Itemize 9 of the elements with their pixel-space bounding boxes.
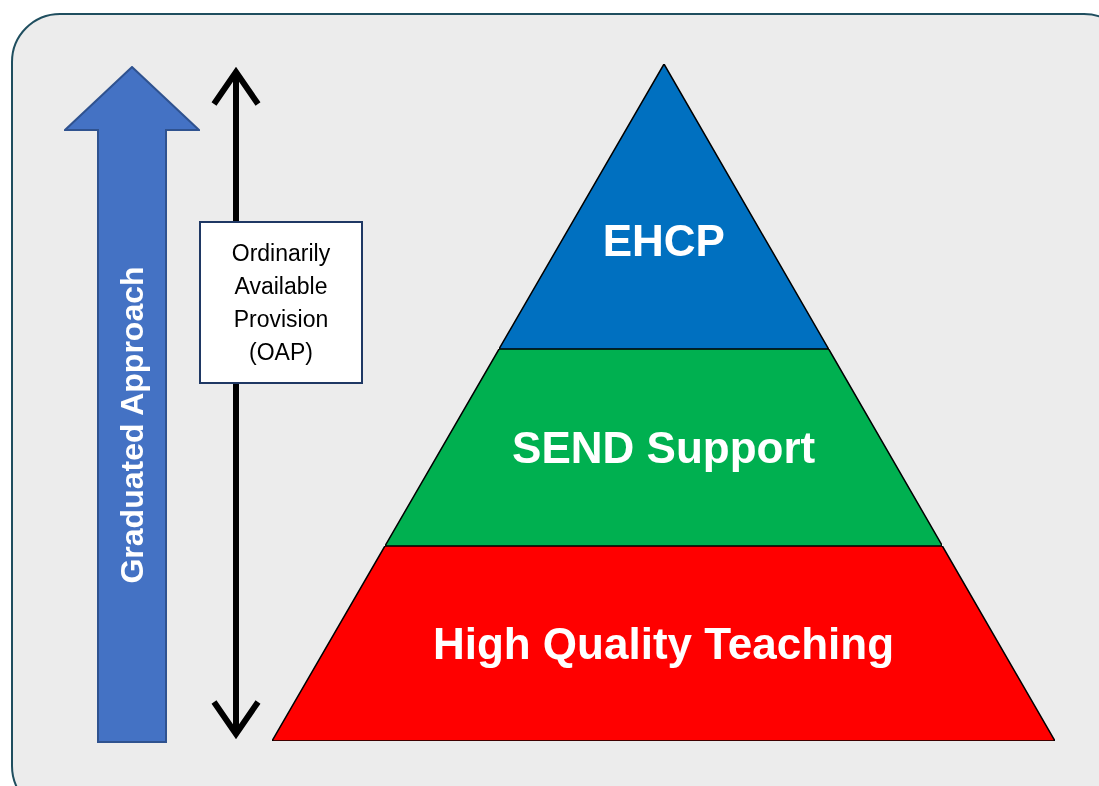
text-box: Ordinarily Available Provision (OAP) <box>199 221 363 384</box>
tier-label: SEND Support <box>511 421 817 474</box>
pyramid-tier <box>498 64 829 349</box>
tier-label: High Quality Teaching <box>431 617 896 670</box>
tier-label: EHCP <box>601 214 726 267</box>
block-arrow <box>64 66 200 743</box>
arrow-label: Graduated Approach <box>113 265 151 584</box>
pyramid-tier <box>384 349 943 546</box>
pyramid-tier <box>272 546 1055 741</box>
